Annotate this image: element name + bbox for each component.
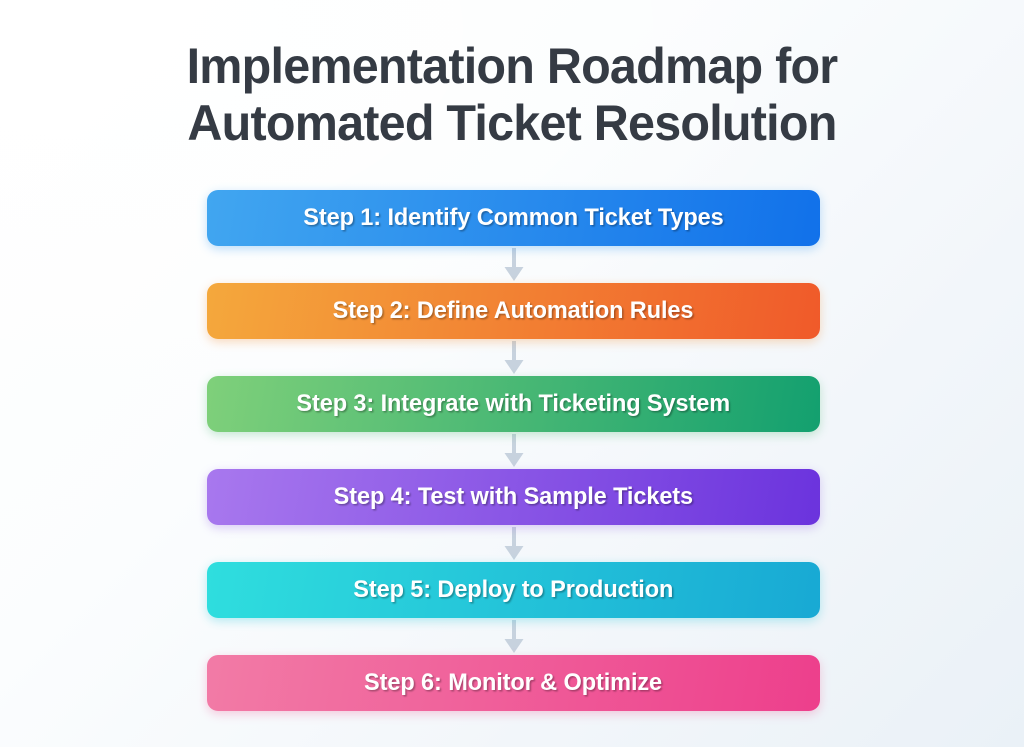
- step-label-3: Step 3: Integrate with Ticketing System: [296, 390, 731, 417]
- connector-2-to-3: [207, 339, 820, 376]
- step-label-5: Step 5: Deploy to Production: [353, 576, 674, 603]
- page-title-line-2: Automated Ticket Resolution: [187, 95, 837, 151]
- step-box-5[interactable]: Step 5: Deploy to Production: [207, 562, 820, 618]
- step-box-2[interactable]: Step 2: Define Automation Rules: [207, 283, 820, 339]
- connector-1-to-2: [207, 246, 820, 283]
- step-label-6: Step 6: Monitor & Optimize: [364, 669, 663, 696]
- arrow-down-icon: [504, 247, 523, 281]
- step-box-1[interactable]: Step 1: Identify Common Ticket Types: [207, 190, 820, 246]
- arrow-down-icon: [504, 433, 523, 467]
- connector-4-to-5: [207, 525, 820, 562]
- arrow-down-icon: [504, 340, 523, 374]
- page-title-line-1: Implementation Roadmap for: [186, 38, 839, 94]
- connector-3-to-4: [207, 432, 820, 469]
- page-title: Implementation Roadmap for Automated Tic…: [0, 38, 1024, 152]
- step-box-6[interactable]: Step 6: Monitor & Optimize: [207, 655, 820, 711]
- step-box-3[interactable]: Step 3: Integrate with Ticketing System: [207, 376, 820, 432]
- step-label-2: Step 2: Define Automation Rules: [333, 297, 694, 324]
- arrow-down-icon: [504, 619, 523, 653]
- step-box-4[interactable]: Step 4: Test with Sample Tickets: [207, 469, 820, 525]
- step-label-1: Step 1: Identify Common Ticket Types: [303, 204, 724, 231]
- connector-5-to-6: [207, 618, 820, 655]
- step-label-4: Step 4: Test with Sample Tickets: [333, 483, 694, 510]
- arrow-down-icon: [504, 526, 523, 560]
